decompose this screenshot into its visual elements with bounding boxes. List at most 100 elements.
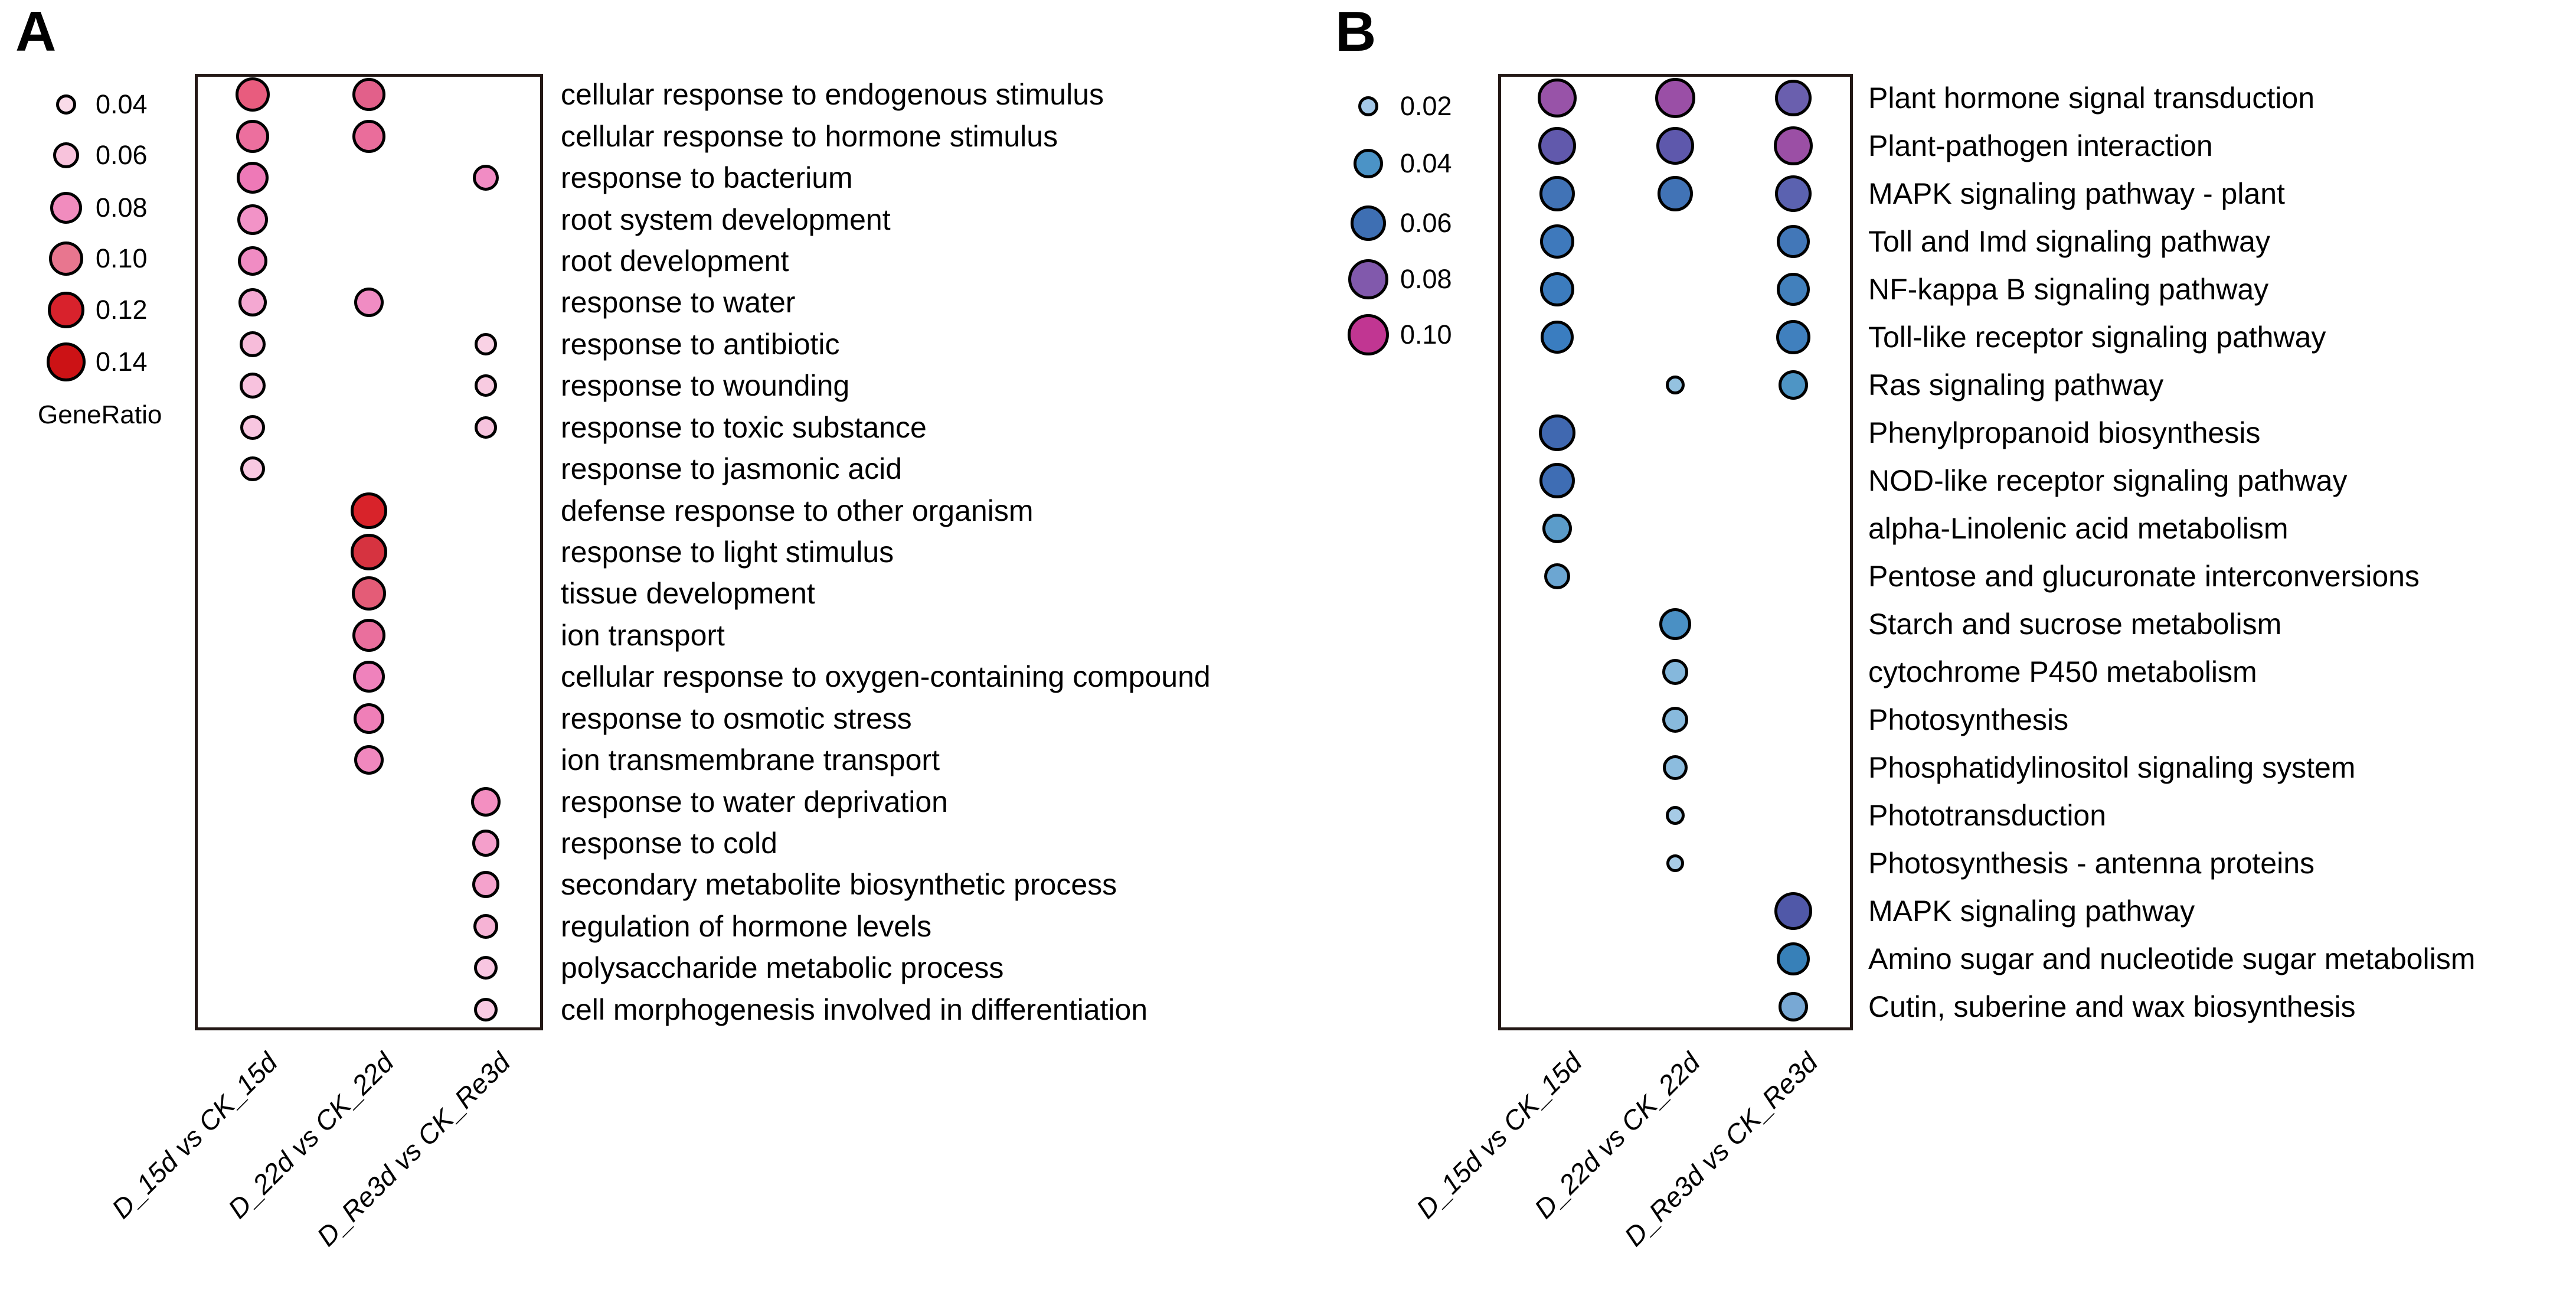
bubble [1539,175,1575,211]
bubble [1666,805,1685,825]
go-term-label: defense response to other organism [561,494,1034,527]
legend-value-label: 0.06 [96,140,148,170]
bubble [472,830,499,857]
legend-value-label: 0.08 [1400,264,1452,294]
pathway-label: Photosynthesis - antenna proteins [1868,846,2315,880]
bubble [471,786,501,817]
pathway-label: Phototransduction [1868,798,2107,832]
go-term-label: polysaccharide metabolic process [561,951,1004,985]
pathway-label: Cutin, suberine and wax biosynthesis [1868,990,2356,1023]
pathway-label: cytochrome P450 metabolism [1868,655,2257,688]
bubble [1542,513,1572,543]
bubble [236,77,270,112]
legend-value-label: 0.12 [96,295,148,325]
bubble [238,288,267,317]
bubble [1776,319,1810,354]
go-term-label: response to toxic substance [561,410,927,444]
go-term-label: response to wounding [561,369,850,403]
go-term-label: response to water [561,286,796,319]
bubble [1774,892,1812,930]
bubble [1539,414,1575,451]
bubble [1775,79,1812,116]
bubble [1538,78,1577,118]
bubble [473,913,498,939]
pathway-label: MAPK signaling pathway [1868,894,2195,928]
go-term-label: root development [561,244,789,278]
bubble [1779,370,1808,400]
bubble [240,373,266,399]
legend-bubble-a-0.04 [56,94,76,115]
bubble [1655,77,1695,118]
go-term-label: cellular response to oxygen-containing c… [561,660,1211,694]
go-term-label: ion transmembrane transport [561,743,940,777]
pathway-label: Phosphatidylinositol signaling system [1868,750,2356,784]
pathway-label: NOD-like receptor signaling pathway [1868,464,2348,497]
legend-value-label: 0.14 [96,347,148,377]
bubble [1775,175,1812,212]
bubble [1656,126,1694,165]
pathway-label: Amino sugar and nucleotide sugar metabol… [1868,942,2476,975]
bubble [1779,991,1808,1021]
bubble [236,119,269,153]
bubble [1666,375,1685,394]
panel-b-letter: B [1335,0,1377,63]
bubble [1662,658,1688,685]
go-term-label: response to water deprivation [561,785,948,818]
bubble [473,165,499,191]
bubble [474,997,498,1021]
legend-value-label: 0.10 [1400,319,1452,350]
pathway-label: Toll-like receptor signaling pathway [1868,320,2326,354]
bubble [472,871,499,899]
bubble [354,745,384,775]
pathway-label: Plant-pathogen interaction [1868,129,2213,162]
bubble [475,416,497,439]
go-term-label: response to light stimulus [561,536,894,569]
bubble [1541,320,1574,354]
pathway-label: Plant hormone signal transduction [1868,81,2315,115]
x-axis-tick-label: D_Re3d vs CK_Re3d [1618,1046,1824,1252]
bubble [240,331,266,357]
bubble [1663,755,1688,780]
legend-bubble-a-0.14 [47,342,86,381]
bubble [1666,854,1684,872]
legend-bubble-b-0.04 [1354,149,1383,178]
legend-bubble-b-0.02 [1358,96,1378,116]
go-term-label: cell morphogenesis involved in different… [561,993,1148,1026]
go-term-label: response to antibiotic [561,327,840,361]
pathway-label: Pentose and glucuronate interconversions [1868,559,2420,593]
bubble [352,618,385,652]
bubble [240,414,265,440]
legend-value-label: 0.04 [1400,148,1452,178]
bubble [237,204,268,235]
pathway-label: alpha-Linolenic acid metabolism [1868,511,2289,545]
legend-value-label: 0.06 [1400,208,1452,238]
pathway-label: Toll and Imd signaling pathway [1868,224,2270,258]
go-term-label: response to jasmonic acid [561,452,903,486]
go-term-label: root system development [561,203,891,236]
bubble [1777,942,1810,975]
pathway-label: Photosynthesis [1868,703,2069,736]
bubble [352,576,386,611]
legend-value-label: 0.08 [96,192,148,223]
legend-bubble-b-0.06 [1351,205,1386,241]
go-term-label: secondary metabolite biosynthetic proces… [561,868,1117,902]
plot-area-b [1498,74,1853,1030]
bubble [475,374,497,397]
pathway-label: MAPK signaling pathway - plant [1868,177,2285,210]
pathway-label: Starch and sucrose metabolism [1868,607,2282,641]
go-term-label: response to bacterium [561,161,853,195]
go-term-label: ion transport [561,618,725,652]
bubble [240,456,265,482]
bubble [353,661,385,693]
legend-bubble-a-0.10 [49,241,83,276]
pathway-label: NF-kappa B signaling pathway [1868,272,2269,306]
pathway-label: Phenylpropanoid biosynthesis [1868,416,2261,449]
legend-bubble-b-0.08 [1348,259,1388,299]
legend-value-label: 0.02 [1400,91,1452,121]
bubble [1658,175,1693,211]
bubble [1539,462,1575,498]
go-term-label: cellular response to hormone stimulus [561,119,1058,153]
bubble [1544,563,1570,589]
panel-a-letter: A [15,0,57,63]
